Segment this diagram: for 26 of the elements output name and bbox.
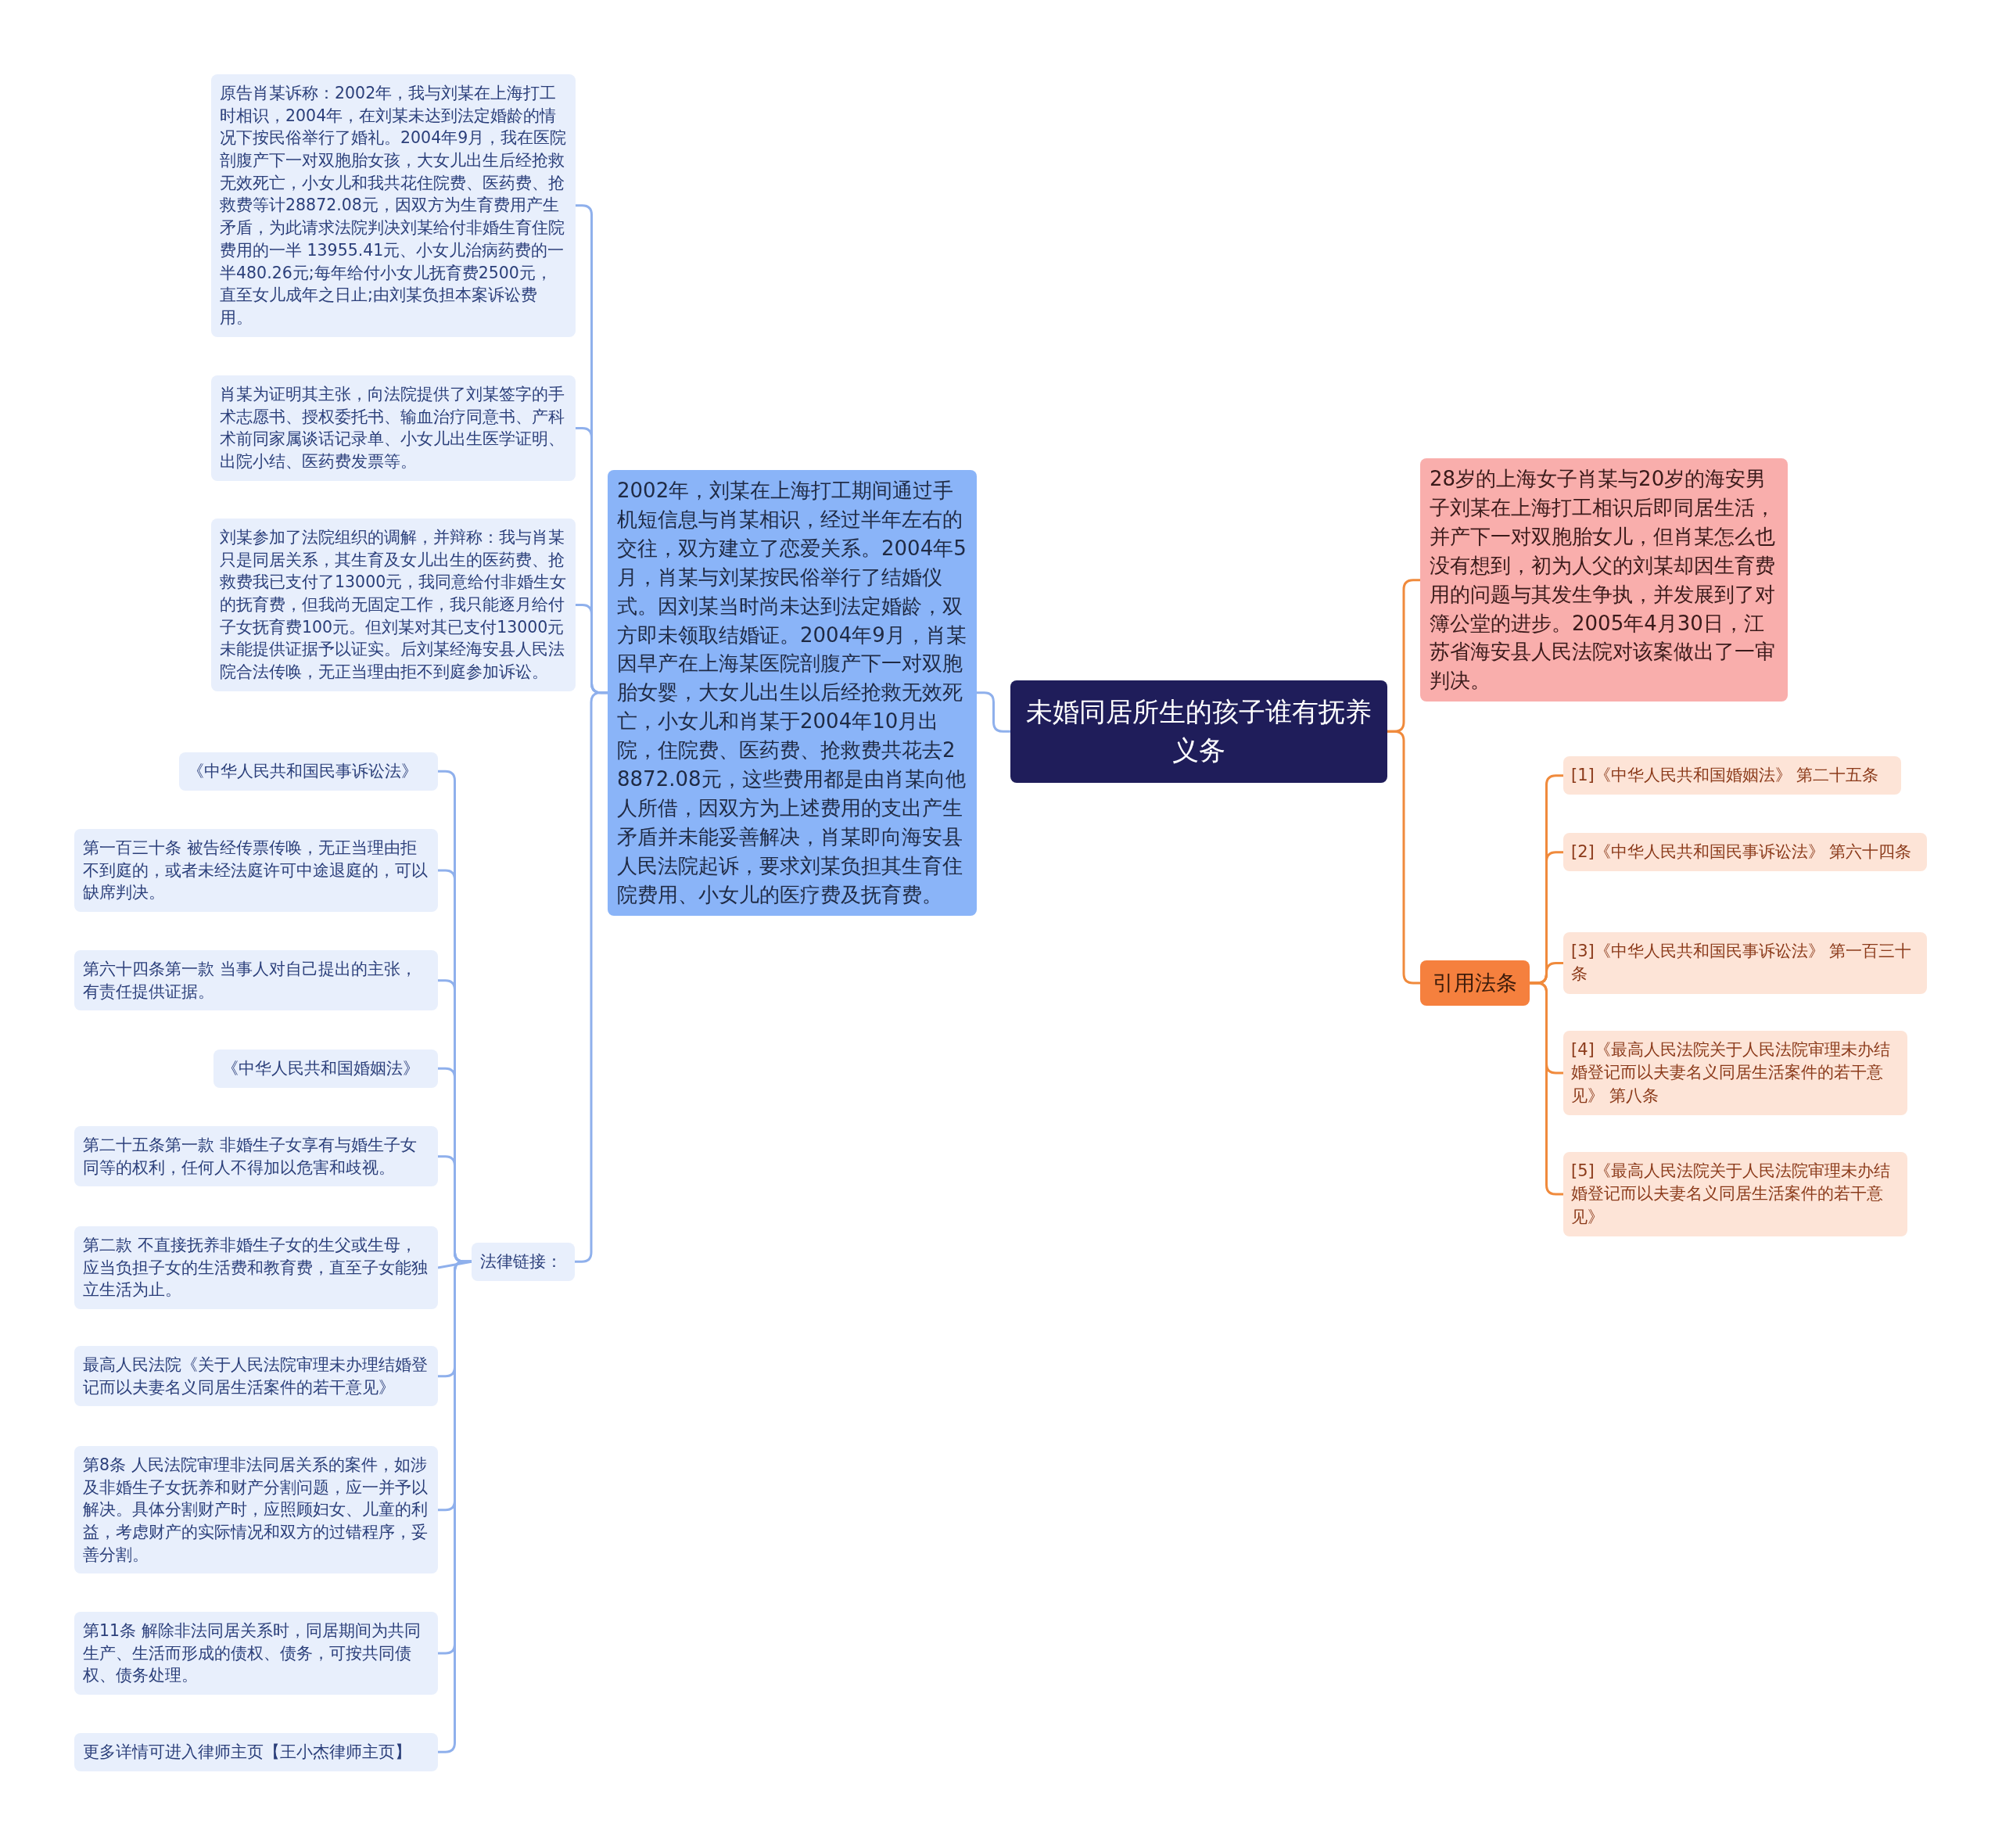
subtopic-box: 第一百三十条 被告经传票传唤，无正当理由拒不到庭的，或者未经法庭许可中途退庭的，可以缺席判决。	[74, 829, 438, 913]
subtopic-box: 《中华人民共和国婚姻法》	[213, 1050, 438, 1088]
subtopic-box: [1]《中华人民共和国婚姻法》 第二十五条	[1563, 756, 1901, 795]
subtopic-box: 法律链接：	[472, 1243, 575, 1281]
subtopic-box: 刘某参加了法院组织的调解，并辩称：我与肖某只是同居关系，其生育及女儿出生的医药费、抢救费我已支付了13000元，我同意给付非婚生女的抚育费，但我尚无固定工作，我只能逐月给付子女抚育费100元。但刘某对其已支付13000元未能提供证据予以证实。后刘某经海安县人民法院合法传唤，无正当理由拒不到庭参加诉讼。	[211, 519, 576, 691]
central-topic-box: 未婚同居所生的孩子谁有抚养义务	[1010, 680, 1387, 783]
subtopic-box: 肖某为证明其主张，向法院提供了刘某签字的手术志愿书、授权委托书、输血治疗同意书、产科术前同家属谈话记录单、小女儿出生医学证明、出院小结、医药费发票等。	[211, 375, 576, 481]
subtopic-box: 第二款 不直接抚养非婚生子女的生父或生母，应当负担子女的生活费和教育费，直至子女能独立生活为止。	[74, 1226, 438, 1310]
subtopic-box: 《中华人民共和国民事诉讼法》	[179, 752, 438, 791]
topic-box: 2002年，刘某在上海打工期间通过手机短信息与肖某相识，经过半年左右的交往，双方建立了恋爱关系。2004年5月，肖某与刘某按民俗举行了结婚仪式。因刘某当时尚未达到法定婚龄，双方即未领取结婚证。2004年9月，肖某因早产在上海某医院剖腹产下一对双胞胎女婴，大女儿出生以后经抢救无效死亡，小女儿和肖某于2004年10月出院，住院费、医药费、抢救费共花去28872.08元，这些费用都是由肖某向他人所借，因双方为上述费用的支出产生矛盾并未能妥善解决，肖某即向海安县人民法院起诉，要求刘某负担其生育住院费用、小女儿的医疗费及抚育费。	[608, 470, 977, 916]
connector-line	[1387, 730, 1420, 985]
subtopic-box: 最高人民法院《关于人民法院审理未办理结婚登记而以夫妻名义同居生活案件的若干意见》	[74, 1346, 438, 1407]
summary-box: 28岁的上海女子肖某与20岁的海安男子刘某在上海打工相识后即同居生活，并产下一对双胞胎女儿，但肖某怎么也没有想到，初为人父的刘某却因生育费用的问题与其发生争执，并发展到了对簿公堂的进步。2005年4月30日，江苏省海安县人民法院对该案做出了一审判决。	[1420, 458, 1788, 702]
subtopic-box: [3]《中华人民共和国民事诉讼法》 第一百三十条	[1563, 932, 1927, 994]
subtopic-box: 更多详情可进入律师主页【王小杰律师主页】	[74, 1733, 438, 1771]
subtopic-box: [2]《中华人民共和国民事诉讼法》 第六十四条	[1563, 833, 1927, 872]
subtopic-box: 第二十五条第一款 非婚生子女享有与婚生子女同等的权利，任何人不得加以危害和歧视。	[74, 1126, 438, 1187]
subtopic-box: [4]《最高人民法院关于人民法院审理未办结婚登记而以夫妻名义同居生活案件的若干意见》 第八条	[1563, 1031, 1907, 1116]
subtopic-box: 原告肖某诉称：2002年，我与刘某在上海打工时相识，2004年，在刘某未达到法定婚龄的情况下按民俗举行了婚礼。2004年9月，我在医院剖腹产下一对双胞胎女孩，大女儿出生后经抢救无效死亡，小女儿和我共花住院费、医药费、抢救费等计28872.08元，因双方为生育费用产生矛盾，为此请求法院判决刘某给付非婚生育住院费用的一半 13955.41元、小女儿治病药费的一半480.26元;每年给付小女儿抚育费2500元，直至女儿成年之日止;由刘某负担本案诉讼费用。	[211, 74, 576, 337]
subtopic-box: 第11条 解除非法同居关系时，同居期间为共同生产、生活而形成的债权、债务，可按共同债权、债务处理。	[74, 1612, 438, 1695]
topic-box: 引用法条	[1420, 960, 1530, 1006]
subtopic-box: 第8条 人民法院审理非法同居关系的案件，如涉及非婚生子女抚养和财产分割问题，应一并予以解决。具体分割财产时，应照顾妇女、儿童的利益，考虑财产的实际情况和双方的过错程序，妥善分割。	[74, 1446, 438, 1574]
connector-line	[977, 691, 1010, 733]
subtopic-box: 第六十四条第一款 当事人对自己提出的主张，有责任提供证据。	[74, 950, 438, 1011]
subtopic-box: [5]《最高人民法院关于人民法院审理未办结婚登记而以夫妻名义同居生活案件的若干意见》	[1563, 1152, 1907, 1237]
connector-line	[1530, 981, 1563, 1196]
